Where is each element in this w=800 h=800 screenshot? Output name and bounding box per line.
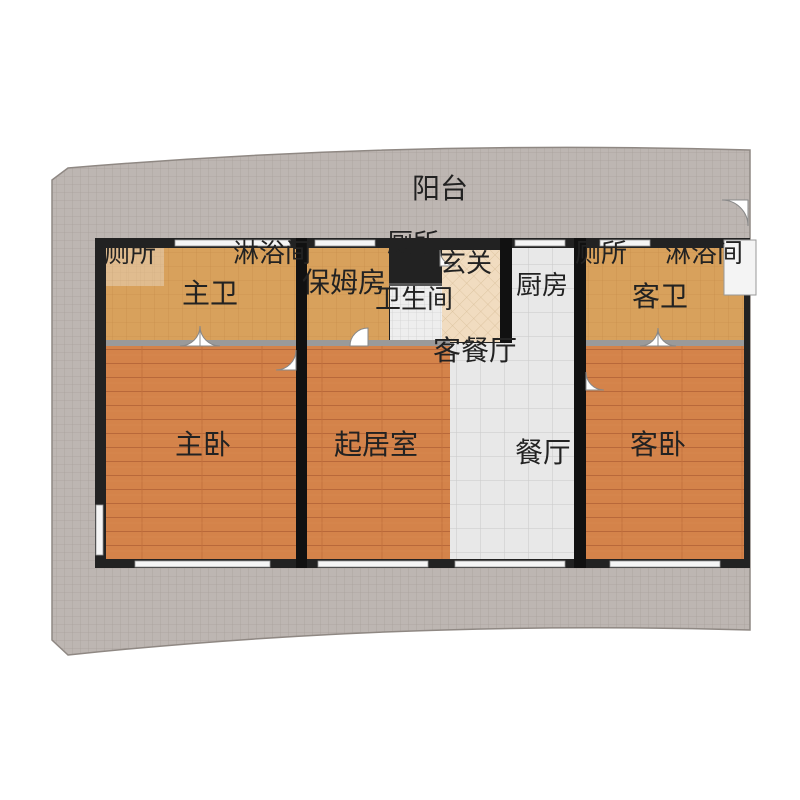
label-master-bedroom: 主卧 — [175, 428, 231, 461]
label-dining: 餐厅 — [515, 436, 571, 469]
label-balcony: 阳台 — [412, 172, 468, 205]
side-window-left — [95, 504, 104, 556]
doors — [179, 199, 749, 391]
label-nanny-room: 保姆房 — [302, 266, 386, 299]
bathroom-floor — [390, 285, 442, 343]
kitchen-floor — [512, 248, 574, 343]
label-shower-left: 淋浴间 — [233, 239, 311, 269]
label-entrance: 玄关 — [440, 249, 492, 279]
label-toilet-mid: 厕所 — [387, 229, 439, 259]
guest-bath-floor — [586, 248, 744, 343]
dining-floor — [450, 343, 574, 559]
label-guest-bath: 客卫 — [632, 280, 688, 313]
label-kitchen: 厨房 — [516, 271, 568, 301]
label-family-room: 起居室 — [334, 428, 418, 461]
label-toilet-right: 厕所 — [575, 239, 627, 269]
bottom-windows — [134, 560, 721, 568]
label-master-bath: 主卫 — [182, 277, 238, 310]
label-shower-right: 淋浴间 — [665, 239, 743, 269]
label-guest-bedroom: 客卧 — [630, 428, 686, 461]
top-windows — [174, 239, 651, 247]
nanny-room-floor — [307, 248, 389, 343]
family-room-floor — [307, 346, 450, 559]
master-bedroom-floor — [106, 346, 296, 559]
label-bathroom: 卫生间 — [375, 285, 453, 315]
label-toilet-left: 厕所 — [104, 239, 156, 269]
shower-right-box — [723, 239, 757, 296]
guest-bedroom-floor — [586, 346, 744, 559]
label-living-dining: 客餐厅 — [433, 334, 517, 367]
toilet-left-floor — [106, 248, 164, 286]
